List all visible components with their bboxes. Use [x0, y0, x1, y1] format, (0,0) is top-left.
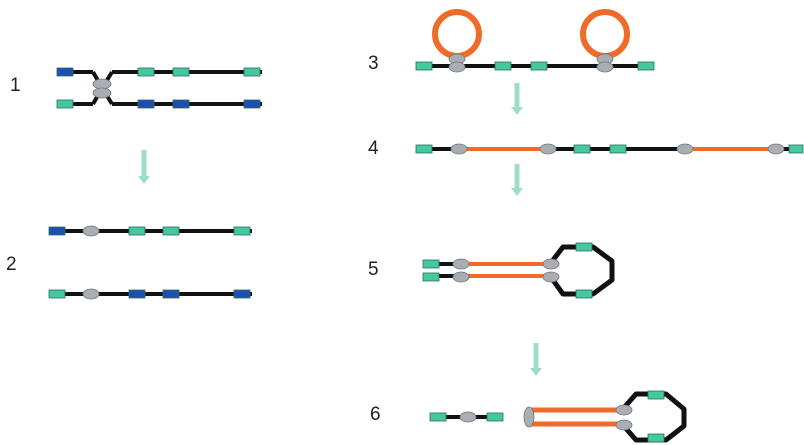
step6-cap-junction [523, 406, 535, 428]
step6-junction-bottom [615, 419, 633, 431]
step6-fragment-green-right [486, 412, 504, 422]
step1-blue-element-bottom-1 [137, 99, 155, 109]
step1-green-element-top-2 [172, 67, 190, 77]
step1-green-element-top-3 [243, 67, 261, 77]
step2-green-element-top-1 [128, 226, 146, 236]
arrow-3-to-4 [511, 83, 523, 115]
step2-blue-element-bottom-3 [233, 289, 251, 299]
step5-junction-bottom-right [542, 271, 560, 283]
step6-fragment-green-left [429, 412, 447, 422]
step1-blue-element-bottom-2 [172, 99, 190, 109]
step5-junction-top-right [542, 258, 560, 270]
step1-green-element-top-1 [137, 67, 155, 77]
arrow-4-to-5 [511, 164, 523, 196]
step2-green-element-top-3 [233, 226, 251, 236]
step2-blue-element-bottom-2 [162, 289, 180, 299]
step4-junction-1 [450, 143, 468, 155]
step1-blue-element-bottom-3 [243, 99, 261, 109]
step4-green-element-4 [788, 144, 804, 154]
step4-junction-4 [767, 143, 785, 155]
step4-green-element-1 [415, 144, 433, 154]
step3-green-element-1 [415, 61, 433, 71]
step1-green-element-bottom-left [56, 99, 74, 109]
step5-junction-top-left [452, 258, 470, 270]
step3-junction-right-bottom [596, 61, 614, 73]
step4-green-element-2 [573, 144, 591, 154]
step3-loop-right [580, 9, 630, 59]
step6-green-element-loop-top [647, 390, 665, 400]
step6-green-element-loop-bottom [647, 433, 665, 443]
step1-blue-element-top-left [56, 67, 74, 77]
step-label-5: 5 [368, 259, 379, 280]
step-label-3: 3 [368, 53, 379, 74]
step2-green-element-top-2 [162, 226, 180, 236]
step-label-4: 4 [368, 138, 379, 159]
step4-junction-3 [676, 143, 694, 155]
step2-green-element-bottom-left [48, 289, 66, 299]
step3-green-element-3 [530, 61, 548, 71]
step5-green-element-loop-bottom [575, 289, 593, 299]
step2-junction-bottom [82, 288, 100, 300]
arrow-5-to-6 [530, 343, 542, 376]
step3-loop-left [432, 9, 482, 59]
step2-blue-element-bottom-1 [128, 289, 146, 299]
step6-fragment-junction [459, 411, 477, 423]
step5-octagon-loop [547, 244, 615, 297]
step4-green-element-3 [609, 144, 627, 154]
step1-junction-top [92, 78, 112, 90]
step5-junction-bottom-left [452, 271, 470, 283]
arrow-1-to-2 [138, 150, 150, 184]
step-label-2: 2 [6, 254, 17, 275]
step3-green-element-2 [494, 61, 512, 71]
step6-octagon-loop [620, 391, 687, 443]
step5-green-element-loop-top [575, 242, 593, 252]
step5-green-element-bottom-left [422, 272, 440, 282]
step4-junction-2 [539, 143, 557, 155]
step3-junction-left-bottom [448, 61, 466, 73]
step2-blue-element-top-left [48, 226, 66, 236]
step1-junction-bottom [92, 87, 112, 99]
step5-green-element-top-left [422, 259, 440, 269]
step-label-1: 1 [10, 75, 21, 96]
step6-junction-top [615, 404, 633, 416]
step2-junction-top [82, 225, 100, 237]
step-label-6: 6 [370, 404, 381, 425]
step3-green-element-4 [637, 61, 655, 71]
